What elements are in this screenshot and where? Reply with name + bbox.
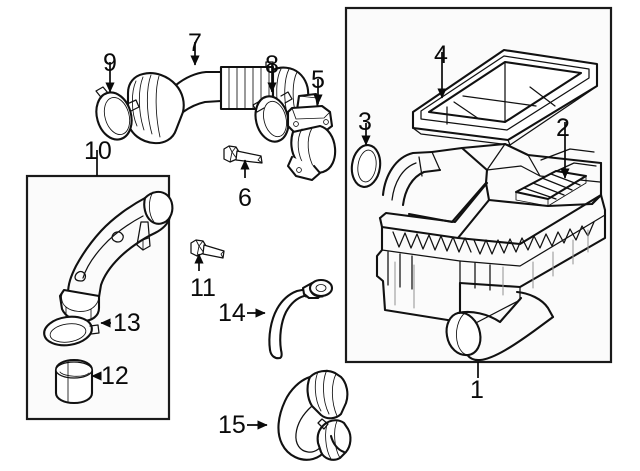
callout-label-3: 3 xyxy=(358,108,372,136)
callout-label-12: 12 xyxy=(101,362,129,390)
part-hose-clamp-lower xyxy=(95,86,140,141)
leader-lines xyxy=(91,42,570,430)
callout-label-13: 13 xyxy=(113,309,141,337)
part-mass-air-flow-sensor xyxy=(286,92,337,182)
callout-label-8: 8 xyxy=(265,51,279,79)
callout-label-9: 9 xyxy=(103,49,117,77)
callout-label-6: 6 xyxy=(238,184,252,212)
callout-label-2: 2 xyxy=(556,114,570,142)
callout-label-5: 5 xyxy=(311,66,325,94)
part-breather-hose xyxy=(268,278,334,360)
part-resonator-inlet-duct xyxy=(277,369,352,461)
part-seal-o-ring xyxy=(350,144,382,188)
part-duct-mounting-bolt xyxy=(190,239,225,259)
part-air-intake-duct-assembly xyxy=(58,190,174,323)
part-duct-seal-ring xyxy=(43,315,100,347)
callout-label-7: 7 xyxy=(188,29,202,57)
callout-label-10: 10 xyxy=(84,137,112,165)
callout-label-4: 4 xyxy=(434,41,448,69)
part-air-filter-element xyxy=(411,48,599,146)
part-duct-sleeve-grommet xyxy=(54,358,94,405)
callout-label-11: 11 xyxy=(190,274,216,302)
callout-label-1: 1 xyxy=(470,376,484,404)
callout-label-14: 14 xyxy=(218,299,246,327)
callout-label-15: 15 xyxy=(218,411,246,439)
part-sensor-mounting-bolt xyxy=(223,145,263,164)
